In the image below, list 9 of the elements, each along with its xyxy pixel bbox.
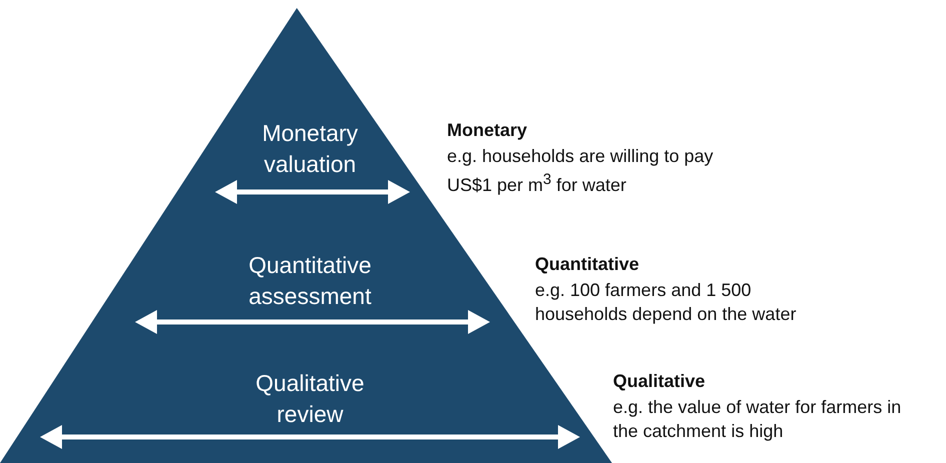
level-heading: Quantitative <box>535 253 640 276</box>
tier-label: Monetary valuation <box>261 119 359 179</box>
tier-label: Quantitative assessment <box>248 251 372 311</box>
example-text: e.g. 100 farmers and 1 500 households depend on the water <box>535 279 798 326</box>
tier-label: Qualitative review <box>254 369 366 429</box>
example-text: e.g. the value of water for farmers in the catchment is high <box>613 396 902 443</box>
level-heading: Monetary <box>447 119 528 142</box>
example-text: e.g. households are willing to pay US$1 per m$^{3}$ for water <box>447 145 714 197</box>
level-heading: Qualitative <box>613 370 706 393</box>
